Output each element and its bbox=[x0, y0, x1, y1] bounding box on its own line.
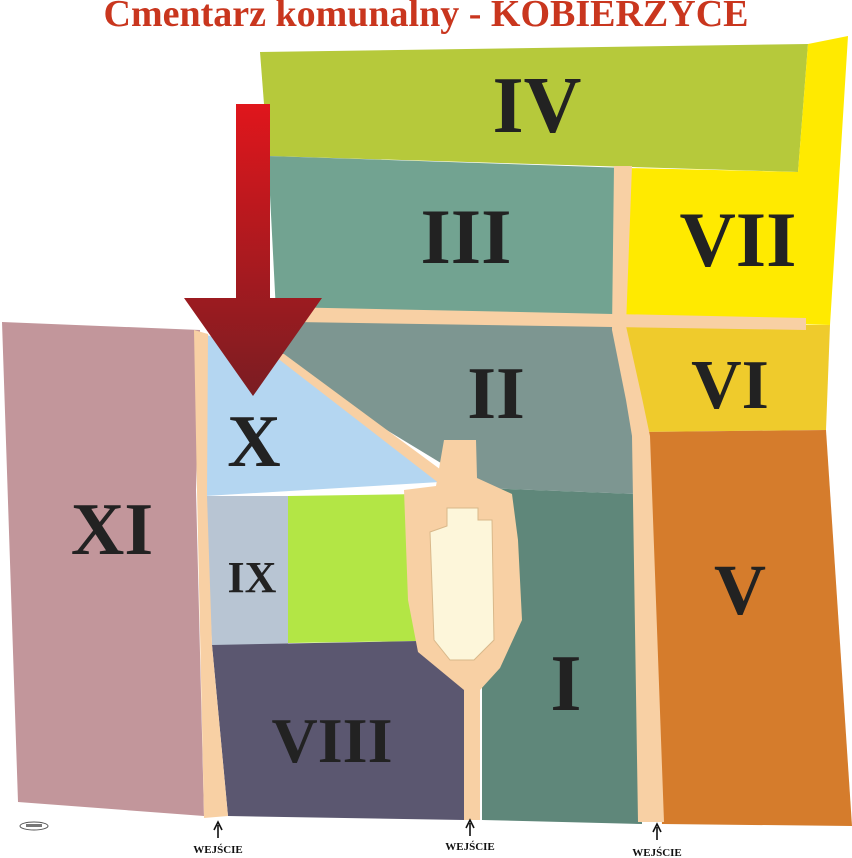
section-II[interactable] bbox=[278, 318, 640, 494]
entrance-arrow-icon bbox=[213, 820, 223, 838]
entrances: WEJŚCIE WEJŚCIE WEJŚCIE bbox=[193, 818, 682, 858]
section-label-I: I bbox=[550, 640, 581, 728]
section-label-IX: IX bbox=[228, 553, 277, 602]
entrance-middle[interactable]: WEJŚCIE bbox=[445, 818, 495, 853]
section-unlabeled-green[interactable] bbox=[288, 494, 420, 643]
entrance-right[interactable]: WEJŚCIE bbox=[632, 822, 682, 858]
entrance-label: WEJŚCIE bbox=[632, 847, 682, 858]
section-label-II: II bbox=[467, 353, 525, 435]
map-title: Cmentarz komunalny - KOBIERZYCE bbox=[103, 0, 749, 35]
section-XI[interactable] bbox=[2, 322, 204, 816]
section-V[interactable] bbox=[642, 430, 852, 826]
publisher-logo bbox=[19, 821, 49, 831]
entrance-left[interactable]: WEJŚCIE bbox=[193, 820, 243, 856]
section-label-IV: IV bbox=[493, 62, 582, 150]
entrance-arrow-icon bbox=[465, 818, 475, 836]
section-VII[interactable] bbox=[620, 36, 848, 325]
entrance-label: WEJŚCIE bbox=[193, 844, 243, 856]
entrance-arrow-icon bbox=[652, 822, 662, 840]
section-I[interactable] bbox=[482, 488, 642, 824]
section-label-V: V bbox=[714, 550, 766, 630]
section-label-X: X bbox=[227, 401, 280, 483]
section-label-III: III bbox=[420, 193, 511, 280]
section-labels: IV III VII VI II X XI IX V I VIII bbox=[71, 62, 797, 776]
path-right-vertical bbox=[612, 166, 664, 822]
location-pointer-arrow bbox=[184, 104, 322, 396]
path-diagonal bbox=[272, 354, 452, 484]
path-top-horizontal bbox=[280, 307, 806, 330]
section-IX[interactable] bbox=[205, 496, 288, 645]
section-label-XI: XI bbox=[71, 489, 153, 571]
section-III[interactable] bbox=[268, 156, 628, 318]
section-label-VI: VI bbox=[691, 347, 769, 424]
chapel bbox=[429, 507, 495, 661]
section-IV[interactable] bbox=[260, 44, 808, 172]
path-left-vertical bbox=[194, 330, 228, 818]
entrance-label: WEJŚCIE bbox=[445, 841, 495, 853]
section-VIII[interactable] bbox=[212, 641, 476, 820]
section-label-VII: VII bbox=[679, 196, 796, 283]
section-VI[interactable] bbox=[622, 325, 830, 432]
section-label-VIII: VIII bbox=[272, 705, 393, 776]
